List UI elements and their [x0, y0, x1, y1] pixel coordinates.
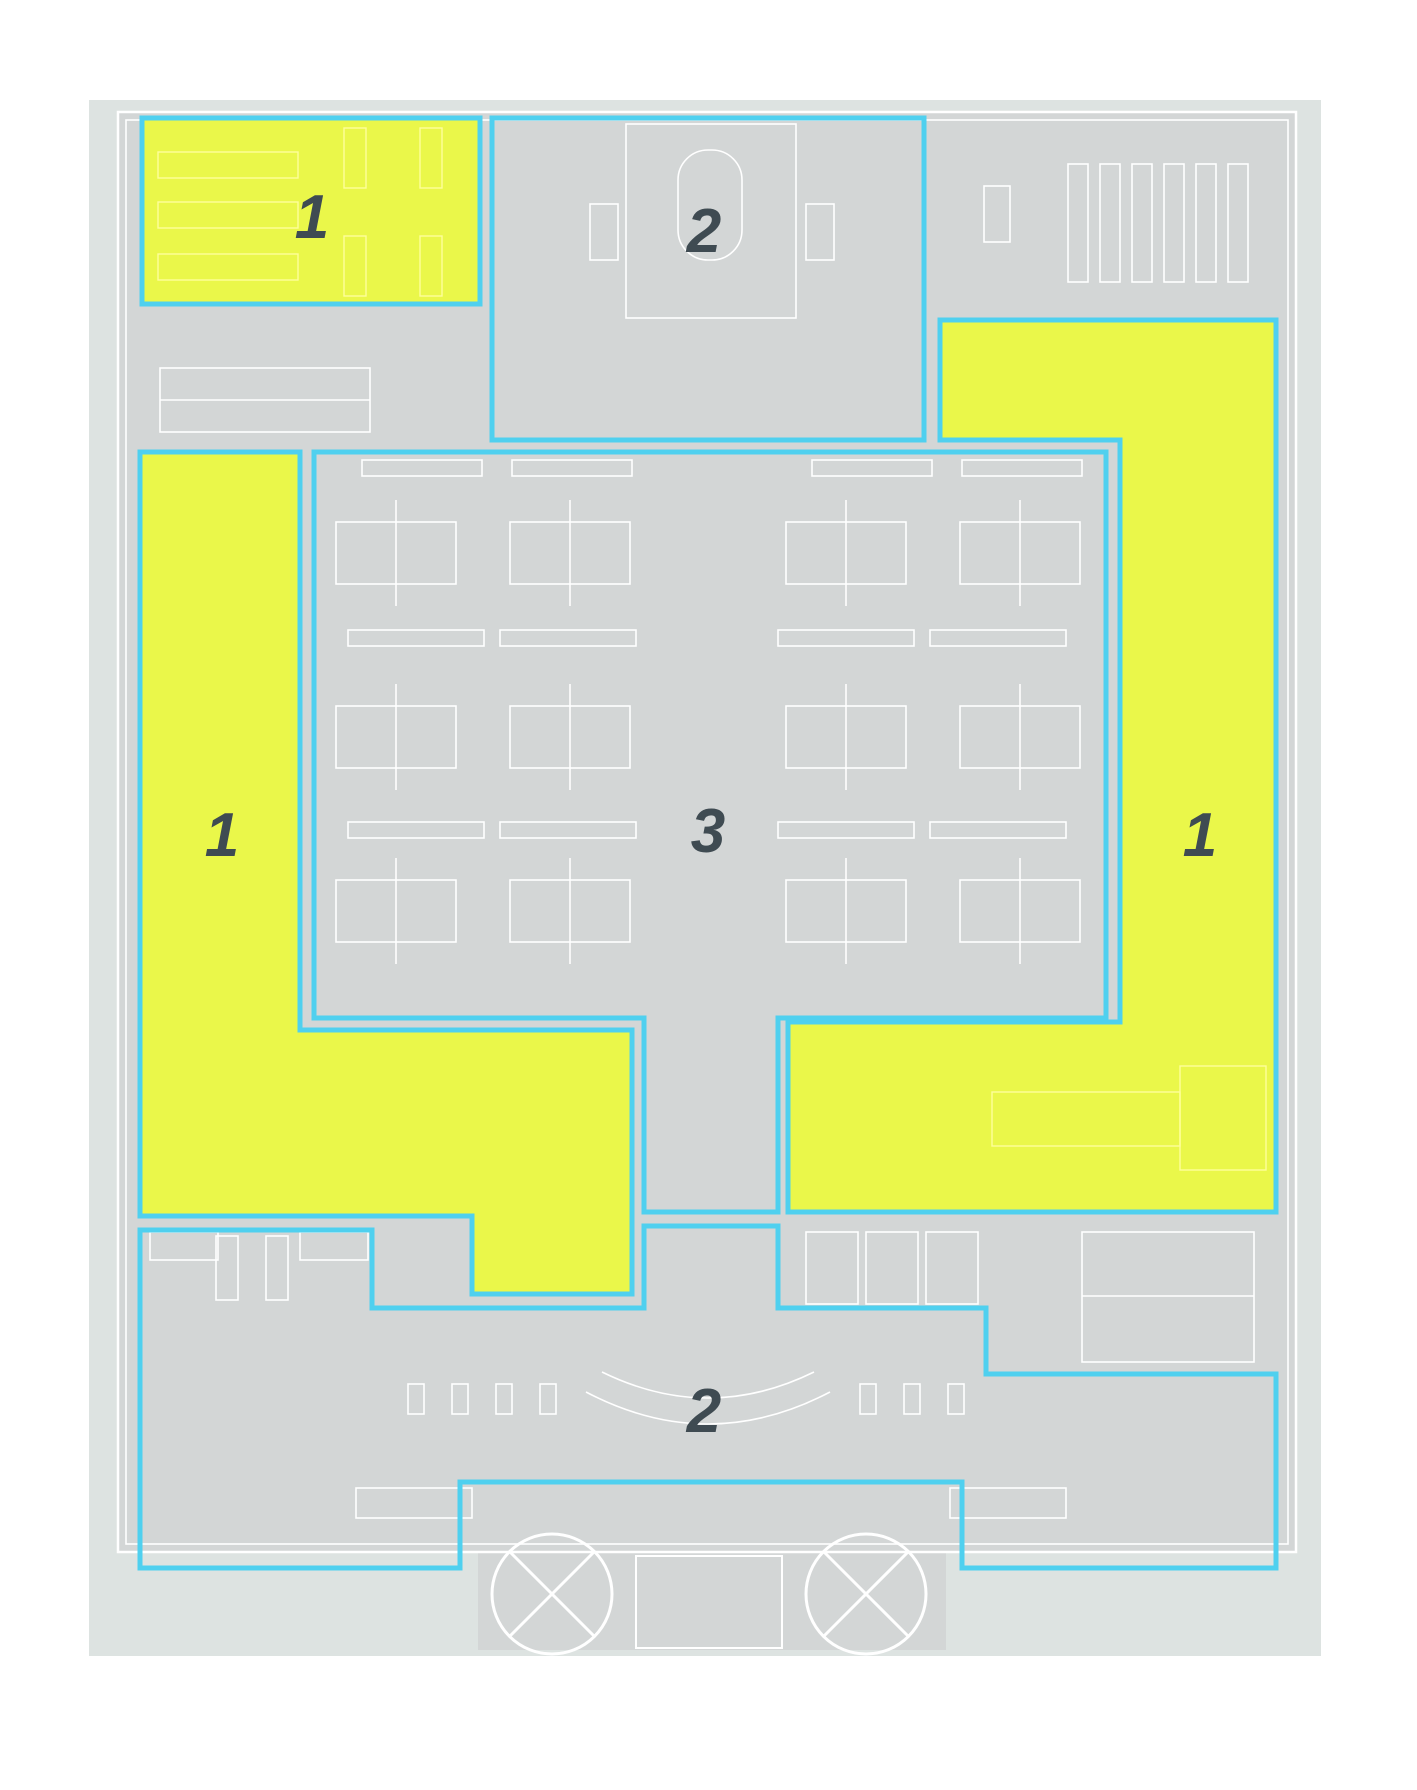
zone-label-right: 1	[1183, 801, 1217, 870]
zone-fill-top-left	[142, 118, 480, 304]
elevators	[805, 1231, 979, 1305]
reception-desk	[355, 1371, 1067, 1519]
yellow-zones	[140, 118, 1276, 1294]
zone-label-center: 3	[691, 797, 725, 866]
zone-outline-top-center	[489, 115, 927, 443]
stair-bottom-right	[1081, 1231, 1255, 1363]
revolving-door-right	[804, 1532, 928, 1656]
revolving-doors	[490, 1532, 928, 1656]
zone-label-left: 1	[205, 801, 239, 870]
auditorium-seats	[983, 163, 1249, 283]
stair-top-left	[159, 367, 371, 433]
zone-outlines	[137, 115, 1279, 1571]
zone-outline-right	[785, 317, 1279, 1215]
zone-outline-bottom	[137, 1223, 1279, 1571]
revolving-door-left	[490, 1532, 614, 1656]
zone-label-top-center: 2	[686, 197, 721, 266]
zone-label-top-left: 1	[295, 183, 329, 252]
workstations	[335, 459, 1083, 964]
zone-outline-left	[137, 449, 635, 1297]
zone-fill-left	[140, 452, 632, 1294]
zone-label-bottom: 2	[686, 1377, 721, 1446]
outer-wall	[116, 110, 1298, 1554]
zone-fill-right	[788, 320, 1276, 1212]
conference-table	[589, 123, 835, 319]
zone-outline-center	[311, 449, 1109, 1215]
boardroom-table	[991, 1065, 1267, 1171]
furniture-top-left	[157, 127, 443, 297]
zone-outline-top-left	[139, 115, 483, 307]
